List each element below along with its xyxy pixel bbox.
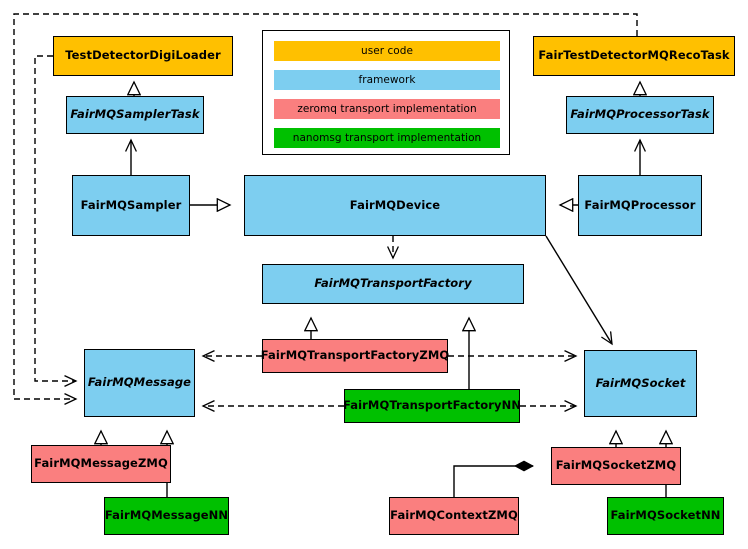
class-node-fairmqsocket[interactable]: FairMQSocket [584, 350, 697, 417]
legend-item-nanomsg: nanomsg transport implementation [274, 128, 500, 148]
legend-item-zeromq: zeromq transport implementation [274, 99, 500, 119]
class-node-fairmqtransportfactoryzmq[interactable]: FairMQTransportFactoryZMQ [261, 339, 449, 373]
edge-device-to-socket [545, 235, 612, 344]
class-node-fairmqmessage[interactable]: FairMQMessage [84, 349, 195, 417]
class-node-fairmqmessagenn[interactable]: FairMQMessageNN [104, 497, 229, 535]
class-node-fairmqsamplertask[interactable]: FairMQSamplerTask [66, 96, 204, 134]
class-node-fairmqtransportfactorynn[interactable]: FairMQTransportFactoryNN [343, 389, 521, 423]
legend-label-nanomsg: nanomsg transport implementation [292, 132, 482, 144]
legend-panel: user code framework zeromq transport imp… [262, 30, 510, 155]
class-node-fairmqsampler[interactable]: FairMQSampler [72, 175, 190, 236]
legend-label-framework: framework [358, 74, 416, 86]
legend-item-user-code: user code [274, 41, 500, 61]
class-node-fairmqsocketzmq[interactable]: FairMQSocketZMQ [551, 447, 681, 485]
class-node-fairmqprocessor[interactable]: FairMQProcessor [578, 175, 702, 236]
class-node-fairmqdevice[interactable]: FairMQDevice [244, 175, 546, 236]
class-node-fairmqmessagezmq[interactable]: FairMQMessageZMQ [31, 445, 171, 483]
legend-label-zeromq: zeromq transport implementation [297, 103, 477, 115]
legend-item-framework: framework [274, 70, 500, 90]
class-node-fairmqtransportfactory[interactable]: FairMQTransportFactory [262, 264, 524, 304]
class-node-fairtestdetectormqrecotask[interactable]: FairTestDetectorMQRecoTask [533, 36, 735, 76]
edge-contextzmq-to-socketzmq [453, 466, 533, 497]
class-node-fairmqsocketnn[interactable]: FairMQSocketNN [607, 497, 724, 535]
class-node-testdetectordigiloader[interactable]: TestDetectorDigiLoader [53, 36, 233, 76]
class-node-fairmqcontextzmq[interactable]: FairMQContextZMQ [389, 497, 519, 535]
legend-label-user-code: user code [360, 45, 413, 57]
class-node-fairmqprocessortask[interactable]: FairMQProcessorTask [566, 96, 714, 134]
